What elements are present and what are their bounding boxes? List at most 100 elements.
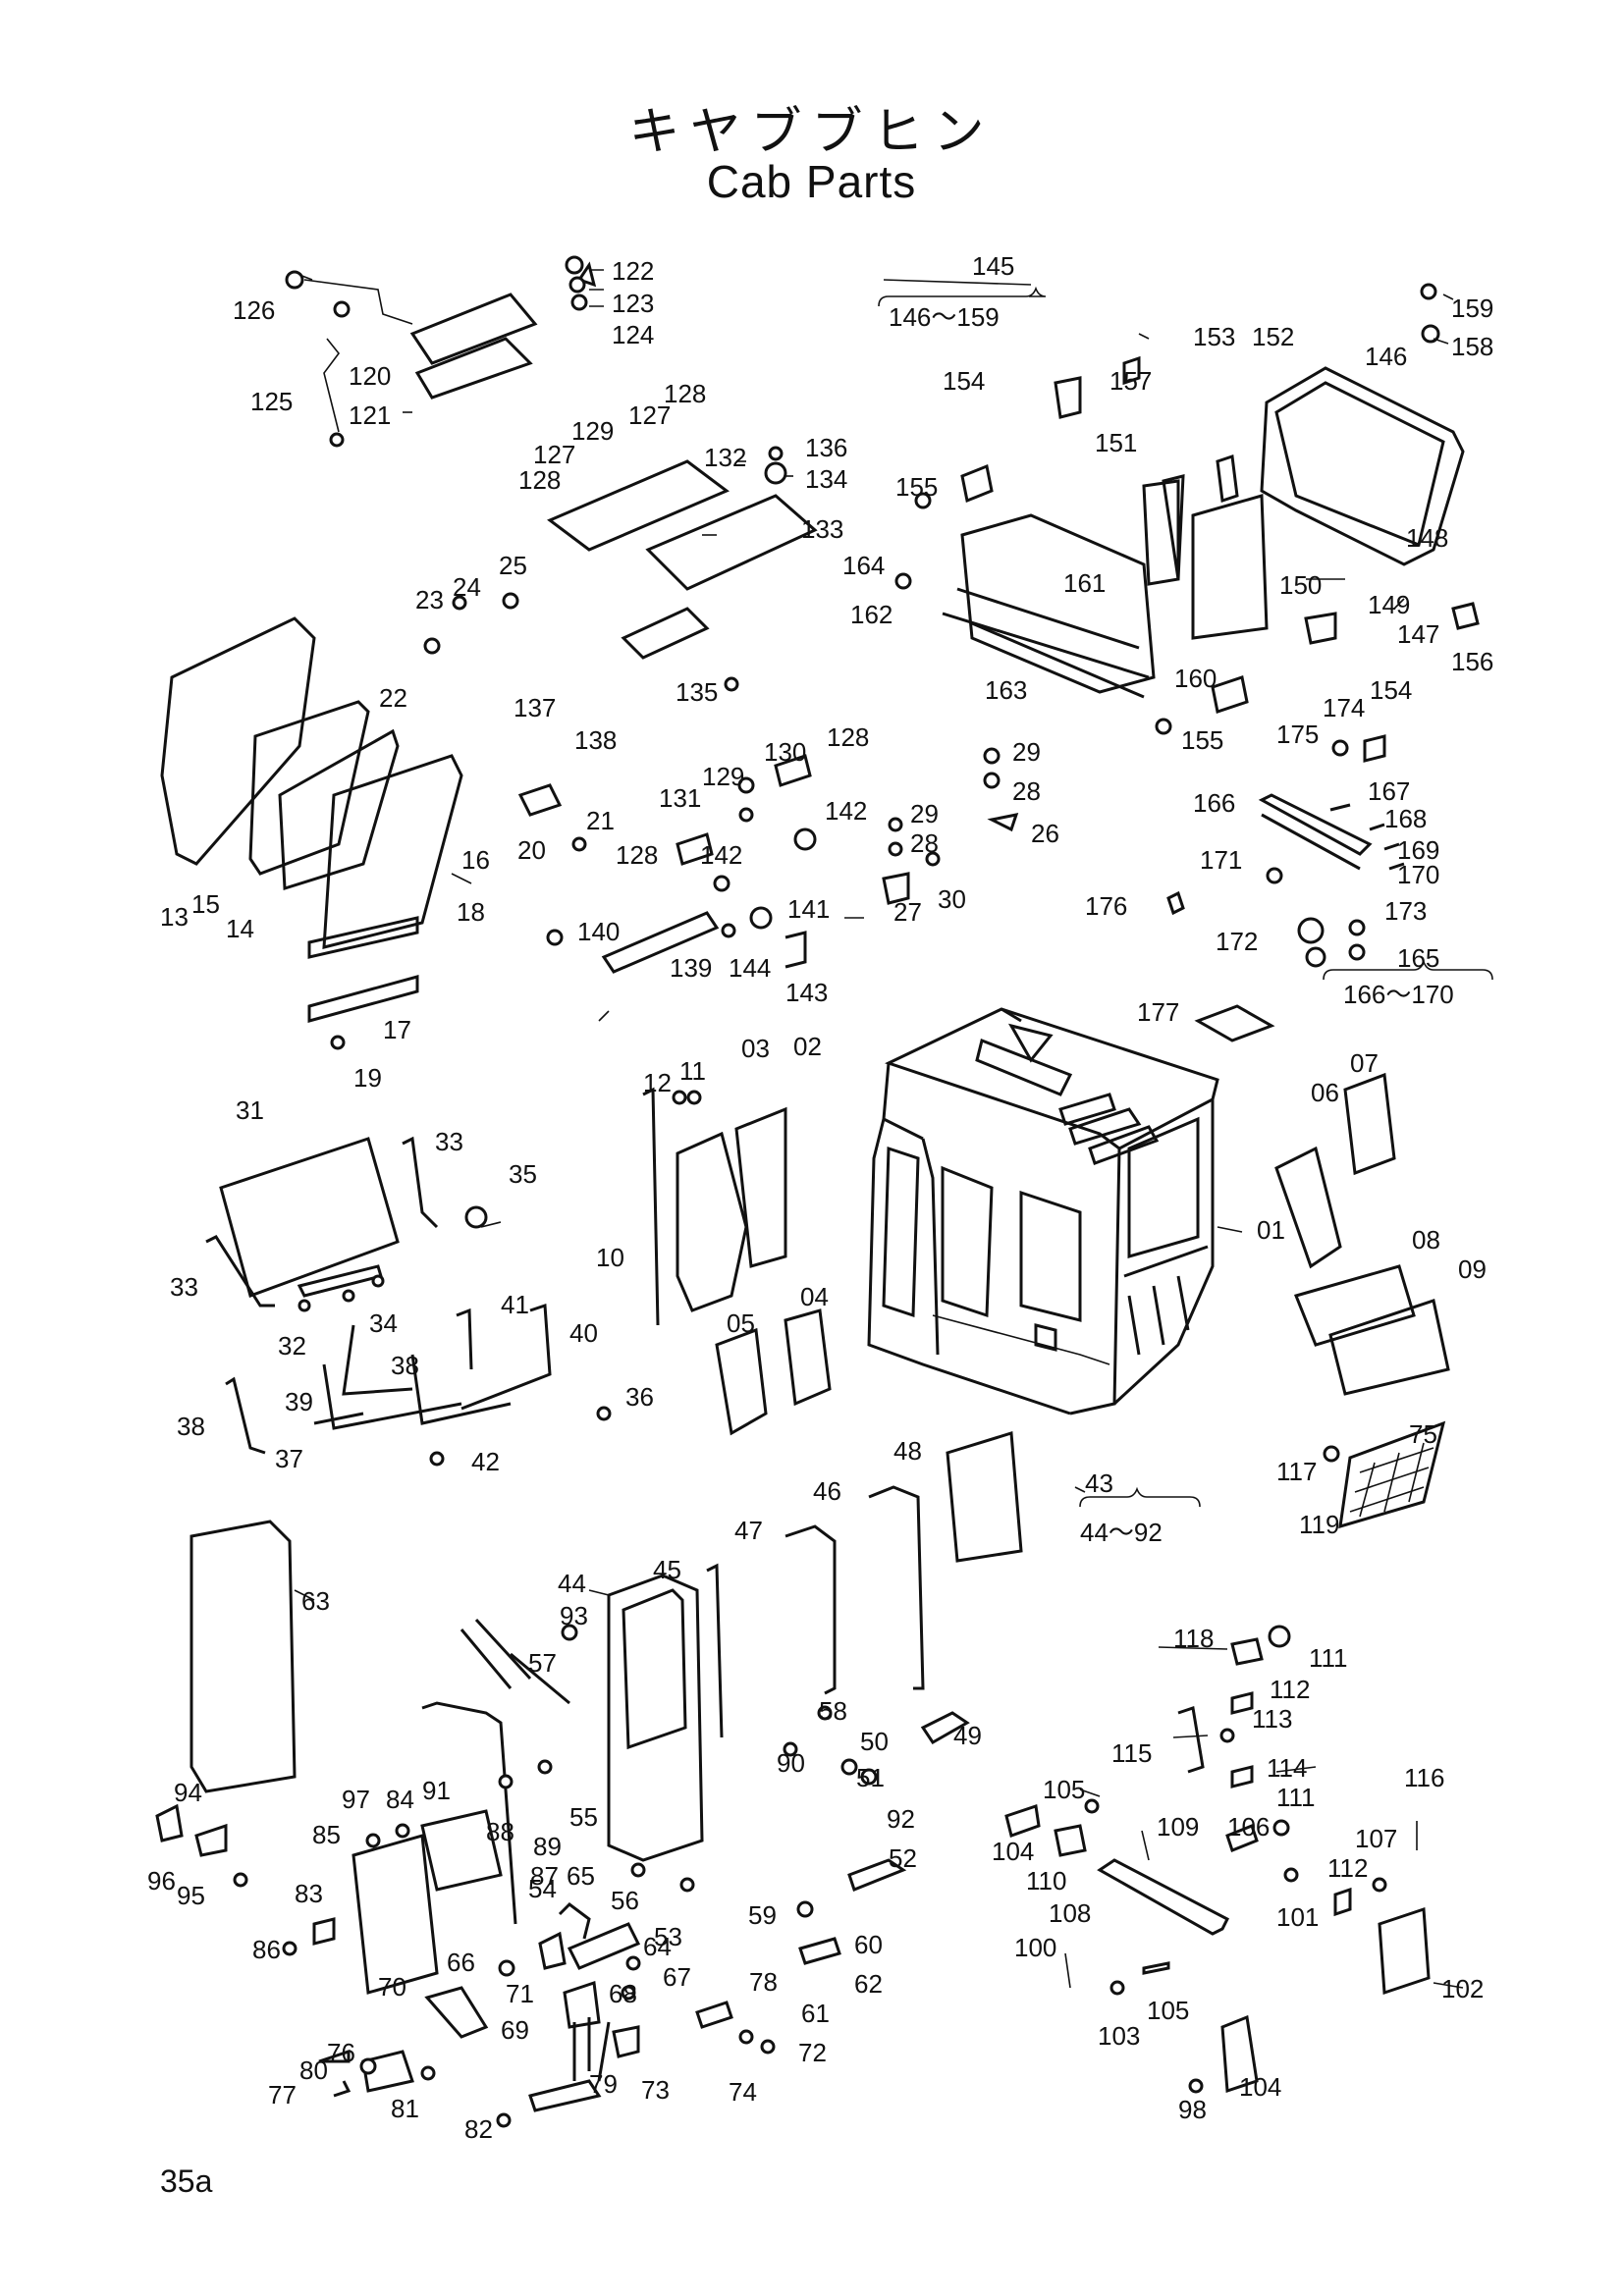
callout-label: 145	[972, 251, 1014, 281]
callout-label: 120	[349, 361, 391, 391]
callout-label: 171	[1200, 845, 1242, 875]
callout-label: 63	[301, 1586, 330, 1616]
callout-label: 140	[577, 917, 620, 946]
callout-label: 159	[1451, 294, 1493, 323]
callout-label: 40	[569, 1318, 598, 1348]
callout-label: 143	[785, 978, 828, 1007]
callout-label: 166～170	[1343, 980, 1454, 1009]
leader-lines	[294, 269, 1464, 1989]
callout-label: 44～92	[1080, 1518, 1163, 1547]
callout-label: 87	[530, 1861, 559, 1891]
callout-label: 128	[827, 722, 869, 752]
front-louvre-drawing	[1166, 793, 1405, 1042]
callout-label: 80	[299, 2056, 328, 2085]
callout-label: 51	[856, 1763, 885, 1792]
callout-label: 21	[586, 806, 615, 835]
callout-label: 130	[764, 737, 806, 767]
rear-window-assembly-drawing	[883, 279, 1480, 763]
callout-labels: 122 123 124 126 125 120 121 128 127 129 …	[147, 251, 1493, 2144]
callout-label: 16	[461, 845, 490, 875]
callout-label: 129	[702, 762, 744, 791]
callout-label: 33	[170, 1272, 198, 1302]
callout-label: 101	[1276, 1902, 1319, 1932]
callout-label: 142	[825, 796, 867, 826]
callout-label: 121	[349, 400, 391, 430]
callout-label: 108	[1049, 1898, 1091, 1928]
callout-label: 127	[533, 440, 575, 469]
callout-label: 169	[1397, 835, 1439, 865]
callout-label: 69	[501, 2015, 529, 2045]
callout-label: 142	[700, 840, 742, 870]
callout-label: 93	[560, 1601, 588, 1630]
callout-label: 20	[517, 835, 546, 865]
callout-label: 36	[625, 1382, 654, 1412]
callout-label: 126	[233, 295, 275, 325]
callout-label: 152	[1252, 322, 1294, 351]
callout-label: 64	[643, 1932, 672, 1961]
callout-label: 133	[801, 514, 843, 544]
callout-label: 29	[910, 799, 939, 828]
right-lower-parts-drawing	[1004, 1420, 1446, 2094]
callout-label: 86	[252, 1935, 281, 1964]
callout-label: 151	[1095, 428, 1137, 457]
callout-label: 174	[1323, 693, 1365, 722]
right-windows-drawing	[1274, 1072, 1450, 1396]
callout-label: 52	[889, 1843, 917, 1873]
callout-label: 09	[1458, 1255, 1487, 1284]
callout-label: 170	[1397, 860, 1439, 889]
cab-body-drawing	[867, 1007, 1219, 1415]
callout-label: 141	[787, 894, 830, 924]
callout-label: 111	[1309, 1643, 1348, 1673]
callout-label: 81	[391, 2094, 419, 2123]
callout-label: 92	[887, 1804, 915, 1834]
callout-label: 158	[1451, 332, 1493, 361]
callout-label: 132	[704, 443, 746, 472]
callout-label: 54	[528, 1874, 557, 1903]
callout-label: 153	[1193, 322, 1235, 351]
callout-label: 12	[643, 1068, 672, 1097]
callout-label: 58	[819, 1696, 847, 1726]
callout-label: 115	[1111, 1738, 1152, 1768]
callout-label: 84	[386, 1785, 414, 1814]
callout-label: 122	[612, 256, 654, 286]
callout-label: 163	[985, 675, 1027, 705]
callout-label: 136	[805, 433, 847, 462]
callout-label: 75	[1409, 1419, 1437, 1449]
callout-label: 91	[422, 1776, 451, 1805]
callout-label: 65	[567, 1861, 595, 1891]
callout-label: 32	[278, 1331, 306, 1361]
callout-label: 45	[653, 1555, 681, 1584]
callout-label: 127	[628, 400, 671, 430]
callout-label: 38	[177, 1412, 205, 1441]
callout-label: 112	[1270, 1675, 1310, 1704]
callout-label: 135	[676, 677, 718, 707]
callout-label: 107	[1355, 1824, 1397, 1853]
callout-label: 35	[509, 1159, 537, 1189]
callout-label: 105	[1043, 1775, 1085, 1804]
callout-label: 42	[471, 1447, 500, 1476]
callout-label: 98	[1178, 2095, 1207, 2124]
callout-label: 123	[612, 289, 654, 318]
callout-label: 139	[670, 953, 712, 983]
callout-label: 29	[1012, 737, 1041, 767]
callout-label: 05	[727, 1308, 755, 1338]
callout-label: 59	[748, 1900, 777, 1930]
callout-label: 37	[275, 1444, 303, 1473]
callout-label: 66	[447, 1948, 475, 1977]
callout-label: 10	[596, 1243, 624, 1272]
callout-label: 149	[1368, 590, 1410, 619]
callout-label: 46	[813, 1476, 841, 1506]
callout-label: 18	[457, 897, 485, 927]
callout-label: 137	[514, 693, 556, 722]
callout-label: 27	[893, 897, 922, 927]
callout-label: 62	[854, 1969, 883, 1999]
callout-label: 164	[842, 551, 885, 580]
callout-label: 23	[415, 585, 444, 614]
callout-label: 53	[654, 1922, 682, 1951]
callout-label: 172	[1216, 927, 1258, 956]
callout-label: 31	[236, 1095, 264, 1125]
callout-label: 161	[1063, 568, 1106, 598]
callout-label: 148	[1406, 523, 1448, 553]
callout-label: 14	[226, 914, 254, 943]
